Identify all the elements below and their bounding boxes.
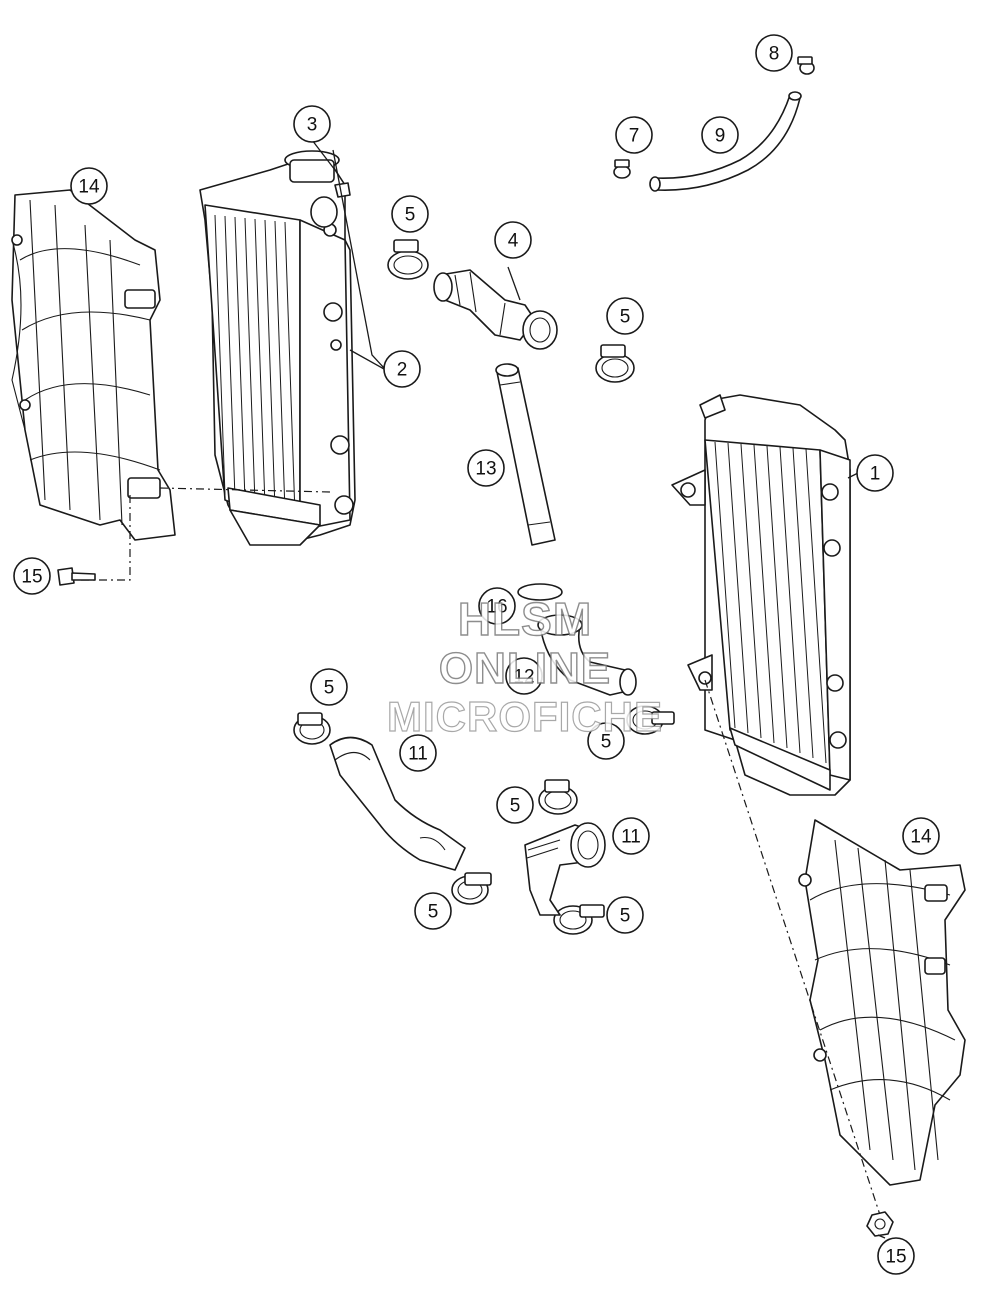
callout-number: 5 — [324, 678, 335, 699]
callout-number: 15 — [21, 567, 42, 588]
callout-number: 5 — [620, 906, 631, 927]
bent-hose-upper — [517, 583, 637, 696]
callout-circle — [293, 105, 331, 143]
long-hose-left — [329, 736, 466, 871]
callout-14: 14 — [902, 817, 940, 855]
callout-5: 5 — [391, 195, 429, 233]
radiator-guard-right — [798, 819, 966, 1186]
callout-circle — [856, 454, 894, 492]
callout-5: 5 — [310, 668, 348, 706]
callout-circle — [877, 1237, 915, 1275]
thermostat-fitting — [433, 269, 558, 350]
callout-circle — [383, 350, 421, 388]
callout-circle — [391, 195, 429, 233]
callout-circle — [494, 221, 532, 259]
hose-clamp-7 — [553, 904, 605, 935]
callout-8: 8 — [755, 34, 793, 72]
elbow-hose-right — [524, 822, 606, 916]
callout-3: 3 — [293, 105, 331, 143]
callout-number: 1 — [870, 464, 881, 485]
callout-5: 5 — [606, 297, 644, 335]
callout-15: 15 — [13, 557, 51, 595]
callout-circle — [399, 734, 437, 772]
callout-circle — [505, 657, 543, 695]
callout-circle — [478, 587, 516, 625]
callout-11: 11 — [399, 734, 437, 772]
hose-clamp-2 — [595, 344, 635, 383]
callout-number: 5 — [601, 732, 612, 753]
callout-11: 11 — [612, 817, 650, 855]
callout-number: 4 — [508, 231, 519, 252]
callout-number: 5 — [405, 205, 416, 226]
callout-number: 9 — [715, 126, 726, 147]
radiator-right — [671, 394, 851, 796]
callout-13: 13 — [467, 449, 505, 487]
callout-circle — [587, 722, 625, 760]
small-clamp-7 — [613, 159, 631, 179]
callout-5: 5 — [496, 786, 534, 824]
watermark-line-3: MICROFICHE — [386, 692, 663, 740]
callout-circle — [902, 817, 940, 855]
callout-number: 8 — [769, 44, 780, 65]
callout-number: 5 — [428, 902, 439, 923]
callout-5: 5 — [587, 722, 625, 760]
callout-circle — [310, 668, 348, 706]
callout-4: 4 — [494, 221, 532, 259]
callout-circle — [467, 449, 505, 487]
callout-2: 2 — [383, 350, 421, 388]
callout-12: 12 — [505, 657, 543, 695]
callout-9: 9 — [701, 116, 739, 154]
callout-14: 14 — [70, 167, 108, 205]
callout-number: 5 — [510, 796, 521, 817]
callout-circle — [701, 116, 739, 154]
watermark-line-1: HLSM — [457, 592, 593, 645]
small-clamp-8 — [797, 56, 815, 75]
callout-circle — [612, 817, 650, 855]
hose-clamp-3 — [293, 712, 331, 745]
callout-number: 13 — [475, 459, 496, 480]
callout-number: 12 — [513, 667, 534, 688]
callout-circle — [70, 167, 108, 205]
callout-number: 3 — [307, 115, 318, 136]
callout-15: 15 — [877, 1237, 915, 1275]
callout-number: 14 — [910, 827, 932, 848]
callout-16: 16 — [478, 587, 516, 625]
overflow-hose — [649, 91, 802, 192]
hose-clamp-6 — [451, 872, 492, 905]
callout-circle — [13, 557, 51, 595]
callout-5: 5 — [414, 892, 452, 930]
callout-circle — [615, 116, 653, 154]
callout-number: 2 — [397, 360, 408, 381]
bolt-left — [57, 567, 96, 586]
watermark-line-2: ONLINE — [438, 643, 612, 693]
callout-number: 7 — [629, 126, 640, 147]
radiator-left — [199, 150, 356, 546]
callout-number: 11 — [621, 827, 641, 848]
callout-number: 5 — [620, 307, 631, 328]
callout-circle — [496, 786, 534, 824]
callout-number: 15 — [885, 1247, 906, 1268]
coolant-tube — [495, 363, 556, 546]
callout-7: 7 — [615, 116, 653, 154]
callout-circle — [606, 896, 644, 934]
callout-number: 11 — [408, 744, 428, 765]
callout-1: 1 — [856, 454, 894, 492]
callout-number: 16 — [486, 597, 507, 618]
radiator-guard-left — [11, 189, 176, 541]
hose-clamp-4 — [626, 705, 675, 735]
callout-circle — [414, 892, 452, 930]
callout-circle — [606, 297, 644, 335]
hose-clamp-1 — [387, 239, 429, 280]
callout-5: 5 — [606, 896, 644, 934]
callout-number: 14 — [78, 177, 100, 198]
callout-circle — [755, 34, 793, 72]
bolt-right — [866, 1211, 894, 1237]
hose-clamp-5 — [538, 779, 578, 815]
